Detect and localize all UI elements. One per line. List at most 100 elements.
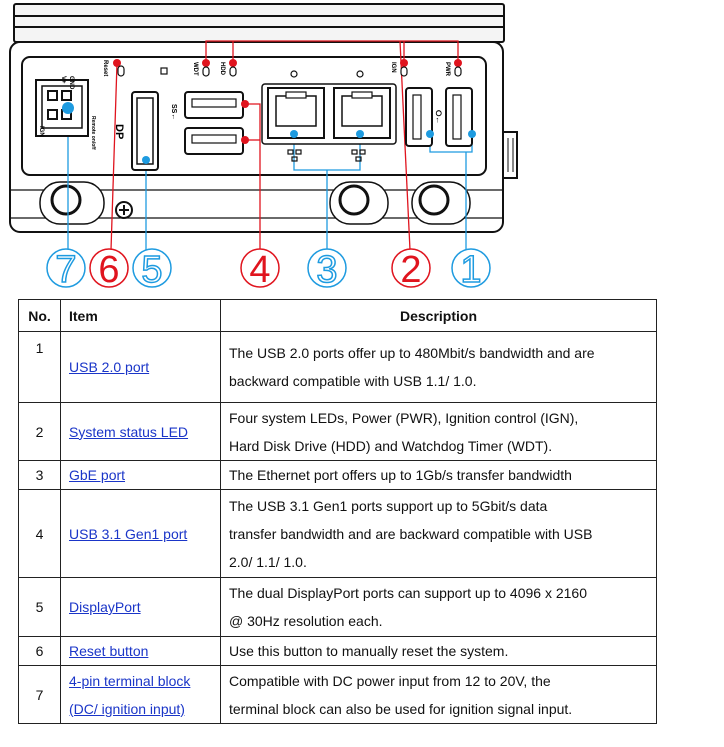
- header-no: No.: [18, 299, 61, 332]
- description-line: The Ethernet port offers up to 1Gb/s tra…: [229, 467, 572, 483]
- header-item: Item: [60, 299, 221, 332]
- row-item: DisplayPort: [60, 577, 221, 637]
- terminal-block-link[interactable]: 4-pin terminal block (DC/ ignition input): [69, 673, 190, 717]
- callout-4: 4: [240, 248, 280, 291]
- table-row: 4 USB 3.1 Gen1 port The USB 3.1 Gen1 por…: [18, 489, 657, 578]
- item-line: 4-pin terminal block: [69, 672, 191, 689]
- label-reset: Reset: [102, 60, 108, 76]
- displayport-connector: [131, 91, 159, 171]
- row-item: USB 3.1 Gen1 port: [60, 489, 221, 578]
- usb-ss-icon: SS←: [170, 104, 177, 120]
- usb20-port-link[interactable]: USB 2.0 port: [69, 359, 150, 375]
- callout-5: 5: [132, 248, 172, 292]
- label-hdd: HDD: [219, 62, 225, 76]
- row-number: 2: [18, 402, 61, 461]
- front-panel-diagram: GND V+ IGN Remote on/off Reset DP WDT HD…: [9, 3, 518, 292]
- gbe-ports: [261, 83, 397, 145]
- mounting-bosses: [39, 181, 471, 225]
- label-remote-on-off: Remote on/off: [90, 116, 96, 150]
- reset-button-link[interactable]: Reset button: [69, 643, 149, 659]
- row-description: Use this button to manually reset the sy…: [220, 636, 657, 666]
- terminal-block: [35, 79, 89, 137]
- row-description: The dual DisplayPort ports can support u…: [220, 577, 657, 637]
- row-number: 1: [18, 331, 61, 403]
- svg-text:2: 2: [400, 249, 421, 291]
- description-line: The dual DisplayPort ports can support u…: [229, 585, 587, 601]
- table-header-row: No. Item Description: [18, 299, 657, 332]
- callout-2: 2: [391, 248, 431, 291]
- table-row: 3 GbE port The Ethernet port offers up t…: [18, 460, 657, 490]
- gbe-port-link[interactable]: GbE port: [69, 467, 126, 483]
- row-item: 4-pin terminal block (DC/ ignition input): [60, 665, 221, 724]
- row-description: Compatible with DC power input from 12 t…: [220, 665, 657, 724]
- svg-text:7: 7: [55, 249, 76, 291]
- description-line: Hard Disk Drive (HDD) and Watchdog Timer…: [229, 437, 553, 454]
- row-item: System status LED: [60, 402, 221, 461]
- callout-1: 1: [451, 248, 491, 292]
- description-line: Compatible with DC power input from 12 t…: [229, 672, 551, 689]
- label-pwr: PWR: [444, 62, 450, 77]
- description-line: transfer bandwidth and are backward comp…: [229, 525, 593, 542]
- status-leds: [202, 59, 462, 77]
- io-description-table: No. Item Description 1 USB 2.0 port The …: [18, 299, 657, 724]
- label-ign: IGN: [390, 62, 396, 73]
- reset-button-hole: [113, 59, 125, 77]
- dp-latch: [160, 67, 168, 75]
- label-dp: DP: [113, 124, 125, 139]
- description-line: terminal block can also be used for igni…: [229, 700, 573, 717]
- svg-text:1: 1: [460, 249, 481, 291]
- table-row: 1 USB 2.0 port The USB 2.0 ports offer u…: [18, 331, 657, 403]
- row-number: 3: [18, 460, 61, 490]
- gbe-port-1-marker: [290, 130, 298, 138]
- usb20-ports: [405, 87, 473, 147]
- label-wdt: WDT: [192, 62, 198, 76]
- row-number: 5: [18, 577, 61, 637]
- description-line: @ 30Hz resolution each.: [229, 613, 383, 629]
- description-line: Use this button to manually reset the sy…: [229, 643, 509, 659]
- label-vplus: V+: [60, 76, 66, 84]
- usb31-port-link[interactable]: USB 3.1 Gen1 port: [69, 525, 188, 542]
- callout-6: 6: [89, 248, 129, 291]
- table-row: 2 System status LED Four system LEDs, Po…: [18, 402, 657, 461]
- row-description: The USB 3.1 Gen1 ports support up to 5Gb…: [220, 489, 657, 578]
- callout-leader-lines-red: [110, 40, 459, 251]
- usb20-port-2-marker: [468, 130, 476, 138]
- displayport-link[interactable]: DisplayPort: [69, 599, 141, 615]
- row-description: The USB 2.0 ports offer up to 480Mbit/s …: [220, 331, 657, 403]
- table-row: 7 4-pin terminal block (DC/ ignition inpu…: [18, 665, 657, 724]
- description-line: 2.0/ 1.1/ 1.0.: [229, 553, 307, 570]
- label-ign-pin: IGN: [38, 126, 44, 137]
- gbe-led-left: [290, 70, 298, 78]
- description-line: The USB 2.0 ports offer up to 480Mbit/s …: [229, 345, 595, 361]
- table-row: 6 Reset button Use this button to manual…: [18, 636, 657, 666]
- svg-text:5: 5: [141, 249, 162, 291]
- usb20-port-1-marker: [426, 130, 434, 138]
- system-status-led-link[interactable]: System status LED: [69, 423, 189, 440]
- table-row: 5 DisplayPort The dual DisplayPort ports…: [18, 577, 657, 637]
- usb-icon: ⭘←: [434, 110, 443, 124]
- header-description: Description: [220, 299, 657, 332]
- item-line: (DC/ ignition input): [69, 700, 185, 717]
- gbe-led-right: [356, 70, 364, 78]
- row-number: 4: [18, 489, 61, 578]
- svg-text:6: 6: [98, 249, 119, 291]
- label-gnd: GND: [68, 76, 74, 90]
- row-item: GbE port: [60, 460, 221, 490]
- row-item: USB 2.0 port: [60, 331, 221, 403]
- row-description: The Ethernet port offers up to 1Gb/s tra…: [220, 460, 657, 490]
- row-description: Four system LEDs, Power (PWR), Ignition …: [220, 402, 657, 461]
- callout-3: 3: [307, 248, 347, 292]
- svg-text:3: 3: [316, 249, 337, 291]
- description-line: The USB 3.1 Gen1 ports support up to 5Gb…: [229, 497, 548, 514]
- row-number: 6: [18, 636, 61, 666]
- lan-icon: [287, 149, 366, 162]
- row-item: Reset button: [60, 636, 221, 666]
- gbe-port-2-marker: [356, 130, 364, 138]
- screw-icon: [115, 201, 133, 219]
- svg-text:4: 4: [249, 249, 270, 291]
- usb31-ports: [184, 91, 249, 155]
- description-line: Four system LEDs, Power (PWR), Ignition …: [229, 409, 579, 426]
- description-line: backward compatible with USB 1.1/ 1.0.: [229, 373, 477, 389]
- row-number: 7: [18, 665, 61, 724]
- callout-7: 7: [46, 248, 86, 292]
